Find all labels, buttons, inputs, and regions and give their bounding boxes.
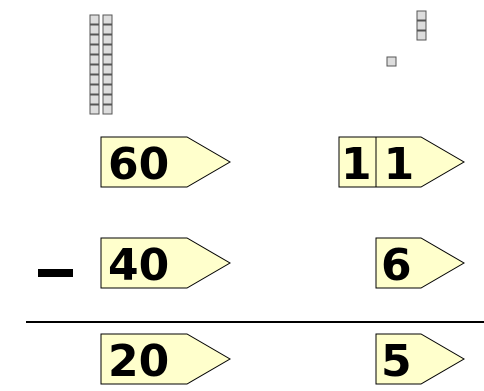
rod-cell: [90, 25, 99, 34]
minuend-ones-value: 11: [341, 139, 426, 190]
rod-cell: [90, 95, 99, 104]
rod-cell: [103, 95, 112, 104]
ten-rods-group: [90, 15, 112, 114]
subtrahend-ones-arrow-card: 6: [376, 238, 464, 291]
rod-cell: [90, 75, 99, 84]
unit-cube: [417, 11, 426, 20]
subtrahend-ones-value: 6: [381, 240, 412, 291]
rod-cell: [103, 35, 112, 44]
unit-cube: [387, 57, 396, 66]
unit-cube: [417, 31, 426, 40]
unit-cube: [417, 21, 426, 30]
subtrahend-tens-value: 40: [108, 240, 169, 291]
rod-cell: [103, 15, 112, 24]
minuend-tens-arrow-card: 60: [101, 137, 230, 190]
rod-cell: [90, 15, 99, 24]
rod-cell: [103, 105, 112, 114]
ten-rod: [90, 15, 99, 114]
minuend-tens-value: 60: [108, 139, 169, 190]
rod-cell: [103, 55, 112, 64]
difference-tens-value: 20: [108, 336, 169, 387]
rod-cell: [90, 35, 99, 44]
minus-sign: [38, 269, 73, 277]
unit-cubes-group: [387, 11, 426, 66]
difference-ones-arrow-card: 5: [376, 334, 464, 387]
rod-cell: [103, 85, 112, 94]
subtrahend-tens-arrow-card: 40: [101, 238, 230, 291]
difference-ones-value: 5: [381, 336, 412, 387]
rod-cell: [90, 55, 99, 64]
rod-cell: [103, 75, 112, 84]
minuend-ones-arrow-card: 11: [339, 137, 464, 190]
rod-cell: [103, 25, 112, 34]
difference-tens-arrow-card: 20: [101, 334, 230, 387]
rod-cell: [90, 105, 99, 114]
rod-cell: [103, 65, 112, 74]
rod-cell: [90, 85, 99, 94]
rod-cell: [103, 45, 112, 54]
ten-rod: [103, 15, 112, 114]
rod-cell: [90, 45, 99, 54]
rod-cell: [90, 65, 99, 74]
